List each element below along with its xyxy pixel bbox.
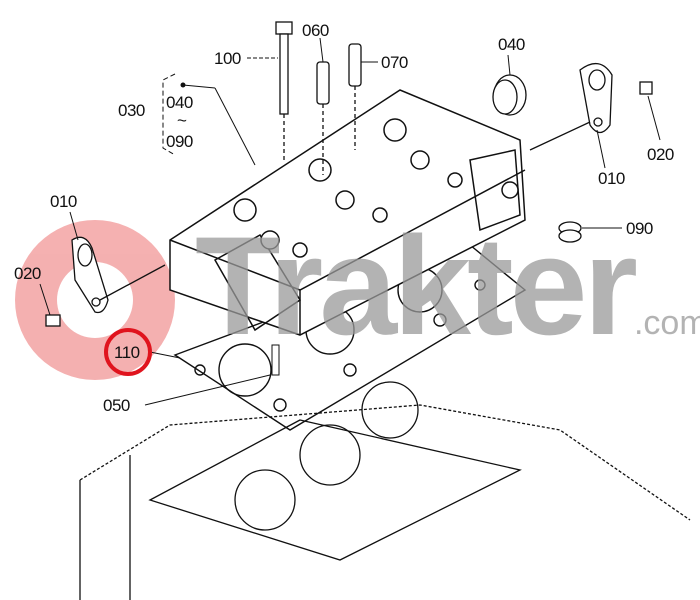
watermark-logo: Trakter.com xyxy=(195,207,700,364)
callout-110: 110 xyxy=(114,343,140,362)
valve-seal xyxy=(558,221,582,243)
callout-010-right: 010 xyxy=(598,169,625,188)
range-from: 040 xyxy=(166,93,193,112)
valve-guides xyxy=(316,43,362,175)
head-bolt xyxy=(275,21,293,160)
callout-060: 060 xyxy=(302,21,329,40)
callout-090: 090 xyxy=(626,219,653,238)
callout-020-right: 020 xyxy=(647,145,674,164)
stud xyxy=(271,344,280,376)
hanger-left xyxy=(45,236,166,327)
leader-lines xyxy=(39,37,661,406)
callout-050: 050 xyxy=(103,396,130,415)
engine-block xyxy=(79,381,691,600)
callout-040: 040 xyxy=(498,35,525,54)
hanger-right xyxy=(529,63,653,151)
highlight-circle xyxy=(104,328,152,376)
callout-100: 100 xyxy=(214,49,241,68)
callout-030: 030 xyxy=(118,101,145,120)
callout-020-left: 020 xyxy=(14,264,41,283)
callout-070: 070 xyxy=(381,53,408,72)
range-separator: ~ xyxy=(177,111,187,130)
range-to: 090 xyxy=(166,132,193,151)
callout-010-left: 010 xyxy=(50,192,77,211)
plug-cap xyxy=(492,74,527,116)
cylinder-head xyxy=(169,89,526,336)
callout-dot xyxy=(180,82,186,88)
